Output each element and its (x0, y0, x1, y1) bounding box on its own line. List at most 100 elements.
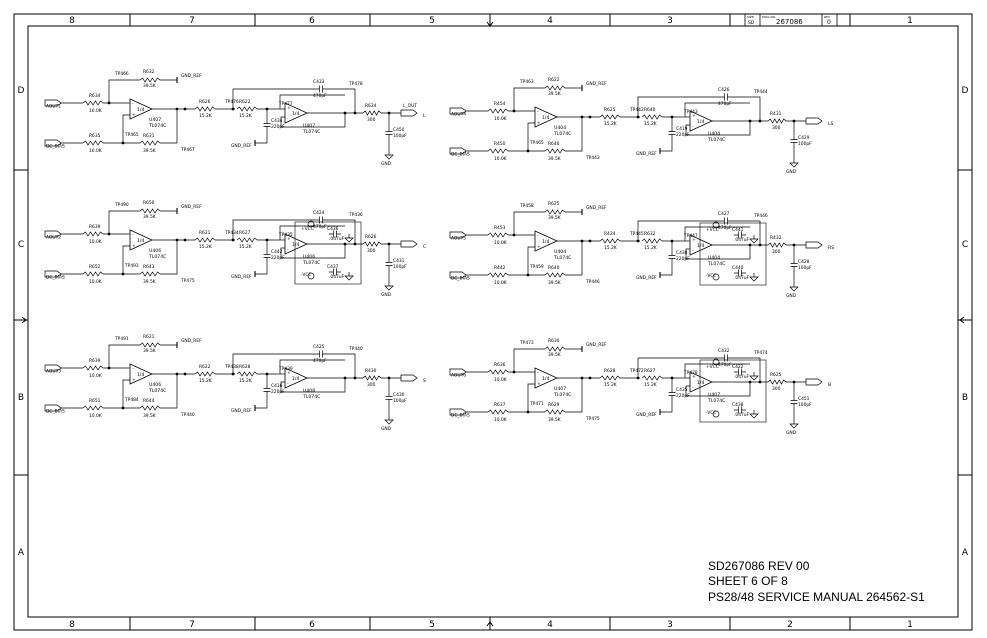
junction-dot (748, 243, 752, 247)
sheet-notes: SD267086 REV 00 SHEET 6 OF 8 PS28/48 SER… (708, 559, 925, 604)
ground-icon (344, 272, 354, 281)
capacitor-value: 220pF (271, 124, 285, 130)
capacitor-ref: C440 (732, 265, 744, 271)
capacitor-symbol (329, 268, 341, 276)
junction-dot (343, 376, 347, 380)
wire (732, 220, 761, 245)
wire (527, 246, 535, 275)
vee-label: -VCC (706, 273, 716, 279)
capacitor-ref: C451 (798, 396, 810, 402)
opamp-fraction: 1/4 (542, 376, 549, 382)
wire (279, 94, 345, 109)
ic-ref: U406 (149, 248, 161, 254)
wire (513, 348, 528, 372)
opamp-fraction: 1/4 (697, 243, 704, 249)
resistor-value: 15.2K (604, 382, 617, 388)
resistor-symbol (139, 77, 161, 83)
capacitor-symbol (315, 216, 327, 224)
capacitor-value: .047uF (734, 412, 750, 418)
test-point-label: TP436 (348, 212, 363, 218)
wire (108, 344, 123, 368)
resistor-value: 15.2K (239, 378, 252, 384)
test-point-label: TP458 (519, 203, 534, 209)
test-point-label: TP459 (529, 264, 544, 270)
ic-part: TL074C (553, 255, 571, 261)
ground-icon (789, 420, 799, 429)
bias-net-label: DC_BIAS (46, 409, 65, 415)
bias-net-label: DC_BIAS (451, 152, 470, 158)
resistor-value: 300 (772, 125, 781, 131)
junction-dot (588, 376, 592, 380)
resistor-value: 15.2K (239, 113, 252, 119)
opamp-pin-sign: - (287, 248, 289, 253)
ic-ref: U406 (303, 254, 315, 260)
resistor-value: 15.2K (199, 113, 212, 119)
opamp-fraction: 1/4 (292, 376, 299, 382)
resistor-value: 15.2K (604, 121, 617, 127)
junction-dot (183, 372, 187, 376)
resistor-ref: R627 (239, 230, 251, 236)
rev-value: 0 (827, 19, 831, 26)
test-point-label: TP439 (278, 366, 293, 372)
capacitor-ref: C441 (732, 227, 744, 233)
capacitor-symbol (385, 127, 393, 139)
test-point-label: TP472 (629, 368, 644, 374)
capacitor-ref: C432 (718, 348, 730, 354)
ground-ref-label: GND_REF (231, 408, 252, 414)
capacitor-symbol (263, 119, 271, 131)
wire (108, 79, 123, 103)
output-net-name: L_OUT (403, 103, 417, 109)
capacitor-value: 470pF (313, 224, 327, 230)
capacitor-symbol (720, 93, 732, 101)
resistor-value: 10.0K (494, 156, 507, 162)
junction-dot (748, 119, 752, 123)
ground-icon (789, 283, 799, 292)
resistor-symbol (599, 375, 621, 381)
ic-ref: U404 (554, 249, 566, 255)
capacitor-value: .047uF (329, 236, 345, 242)
resistor-value: 39.5K (143, 279, 156, 285)
ground-ref-label: GND_REF (636, 275, 657, 281)
ground-icon (749, 235, 759, 244)
resistor-value: 39.5K (143, 214, 156, 220)
row-label: C (962, 240, 968, 250)
test-point-label: TP446 (753, 213, 768, 219)
input-connector-icon (449, 231, 467, 239)
capacitor-ref: C430 (393, 392, 405, 398)
input-connector-icon (44, 139, 62, 147)
capacitor-value: 470pF (313, 358, 327, 364)
ground-label: GND (381, 292, 392, 298)
input-net-label: AOUT4 (451, 112, 466, 118)
opamp-pin-sign: + (132, 112, 136, 118)
capacitor-symbol (385, 392, 393, 404)
capacitor-ref: C434 (271, 118, 283, 124)
test-point-label: TP463 (519, 79, 534, 85)
resistor-symbol (236, 106, 258, 112)
doc-number: SD267086 REV 00 (708, 559, 810, 573)
capacitor-ref: C435 (676, 387, 688, 393)
capacitor-value: 470pF (313, 93, 327, 99)
resistor-symbol (194, 237, 216, 243)
capacitor-symbol (734, 269, 746, 277)
resistor-value: 10.0K (494, 116, 507, 122)
ground-icon (384, 282, 394, 291)
input-net-label: AOUT6 (451, 373, 466, 379)
resistor-symbol (82, 405, 104, 411)
resistor-ref: R643 (143, 264, 155, 270)
opamp-pin-sign: + (287, 370, 291, 376)
opamp-pin-sign: - (287, 382, 289, 387)
input-connector-icon (449, 408, 467, 416)
input-net-label: AOUT2 (46, 235, 61, 241)
capacitor-value: 470pF (718, 362, 732, 368)
ground-icon (749, 372, 759, 381)
opamp-pin-sign: - (132, 233, 134, 238)
opamp-pin-sign: - (692, 249, 694, 254)
capacitor-value: 470pF (718, 225, 732, 231)
vee-supply-icon (712, 410, 720, 418)
wire (122, 114, 130, 143)
capacitor-symbol (734, 231, 746, 239)
resistor-ref: R454 (494, 101, 506, 107)
